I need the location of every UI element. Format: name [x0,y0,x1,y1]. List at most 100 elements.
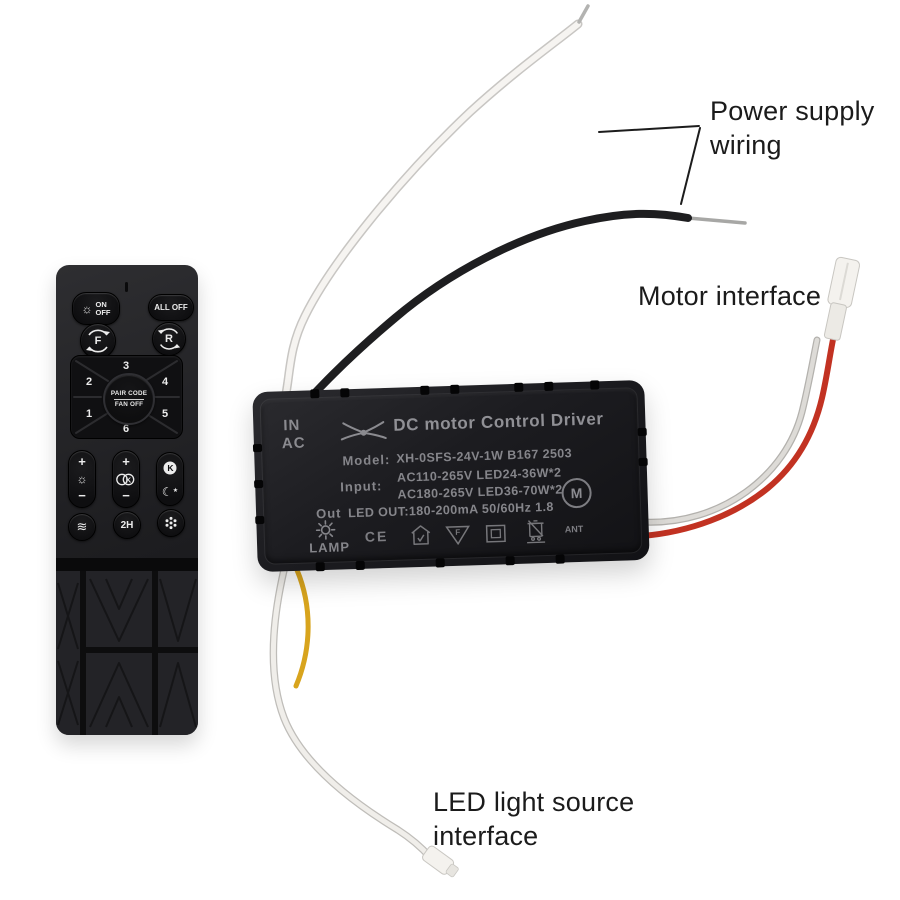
color-temp-minus: − [122,488,130,503]
all-off-button: ALL OFF [148,294,194,321]
all-off-label: ALL OFF [154,303,188,312]
power-supply-line2: wiring [710,130,782,160]
ceiling-fan-icon [340,421,387,441]
key-3: 3 [122,360,130,372]
motor-interface-label: Motor interface [638,279,821,313]
power-wire-white-outline [278,19,583,413]
forward-letter: F [94,335,102,347]
fan-forward-button: F [80,323,116,359]
power-supply-line1: Power supply [710,96,875,126]
power-wire-black [288,209,692,422]
vent-slot [315,562,325,572]
vent-slot [435,558,445,568]
off-label: OFF [95,307,111,317]
cover-seam [56,558,198,571]
model-label: Model: [342,451,391,469]
divider [114,398,144,400]
ant-label: ANT [564,523,584,535]
sun-icon: ☼ [81,301,93,316]
fan-reverse-button: R [152,322,186,356]
remote-control: ☼ ON OFF ALL OFF F [56,265,198,735]
brightness-button: + ☼ − [68,450,96,508]
motor-wire-gray [639,337,820,525]
rotate-arrows-icon [86,329,110,353]
power-wire-white-tip [577,4,590,24]
brightness-minus: − [78,488,86,503]
moon-star-icon: ☾★ [162,485,178,498]
battery-cover [56,571,198,735]
vent-slot [255,515,265,525]
motor-connector [823,256,861,341]
vent-slot [420,385,430,395]
pair-code-button: PAIR CODE FAN OFF [103,373,155,425]
moon-glyph: ☾ [161,485,173,499]
power-supply-label: Power supply wiring [710,94,874,162]
brightness-sun-icon: ☼ [76,472,88,486]
breeze-mode-button: ≋ [68,513,96,541]
triangle-f-letter: F [455,528,460,537]
vent-slot [638,457,648,467]
color-temp-k: K [126,475,132,484]
keypad-divider-lines [73,360,180,434]
vent-slot [514,382,524,392]
power-wire-black-tip [686,216,747,225]
leader-line-black-wire [680,127,701,205]
vent-slot [252,443,263,453]
vent-slot [637,427,647,437]
color-temp-plus: + [122,454,130,469]
motor-mark-letter: M [570,484,583,502]
key-6: 6 [122,423,130,435]
double-insulation-icon [485,524,506,543]
timer-label: 2H [120,519,134,531]
key-2: 2 [85,376,93,388]
class-f-triangle-icon: F [445,525,470,546]
vent-slot [254,479,264,489]
dc-motor-control-driver: IN AC DC motor Control Driver Model: XH-… [252,379,650,573]
ir-indicator-slot [125,282,128,292]
vent-slot [555,554,565,564]
night-light-button: K ☾★ [156,452,184,506]
key-4: 4 [161,376,169,388]
color-temp-button: + K − [112,450,140,508]
fan-grille-icon [165,516,177,530]
lamp-icon [315,520,336,540]
vent-slot [355,560,365,571]
motor-wire-red [639,327,838,539]
vent-slot [310,389,320,399]
indoor-use-icon [411,525,431,545]
power-wire-white [280,21,581,411]
motor-interface-text: Motor interface [638,281,822,311]
fan-grille-button [157,509,185,537]
led-interface-label: LED light source interface [433,785,634,853]
timer-2h-button: 2H [113,511,141,539]
reverse-letter: R [165,333,173,345]
night-k-letter: K [167,463,174,473]
led-interface-line1: LED light source [433,787,635,817]
vent-slot [505,556,515,566]
star-glyph: ★ [172,488,179,494]
speed-keypad: 3 2 4 1 5 6 PAIR CODE FAN OFF [70,355,183,439]
led-connector [422,845,459,878]
led-wire-white [270,567,433,860]
vent-slot [590,380,600,390]
leader-line-white-wire [598,125,700,133]
driver-ac-label: AC [281,434,306,453]
driver-in-label: IN [283,416,301,435]
weee-bin-icon [527,520,546,544]
key-5: 5 [161,408,169,420]
night-k-icon: K [163,461,177,475]
input-label: Input: [340,478,383,495]
rotate-arrows-icon [157,328,181,350]
lamp-label: LAMP [308,539,351,556]
vent-slot [544,381,554,392]
fan-off-label: FAN OFF [114,401,144,408]
brightness-plus: + [78,454,86,469]
led-interface-line2: interface [433,821,539,851]
wave-icon: ≋ [76,519,88,534]
key-1: 1 [85,408,93,420]
motor-wire-gray-outline [638,336,821,526]
led-wire-yellow [293,567,311,689]
ce-mark: CE [364,528,389,545]
